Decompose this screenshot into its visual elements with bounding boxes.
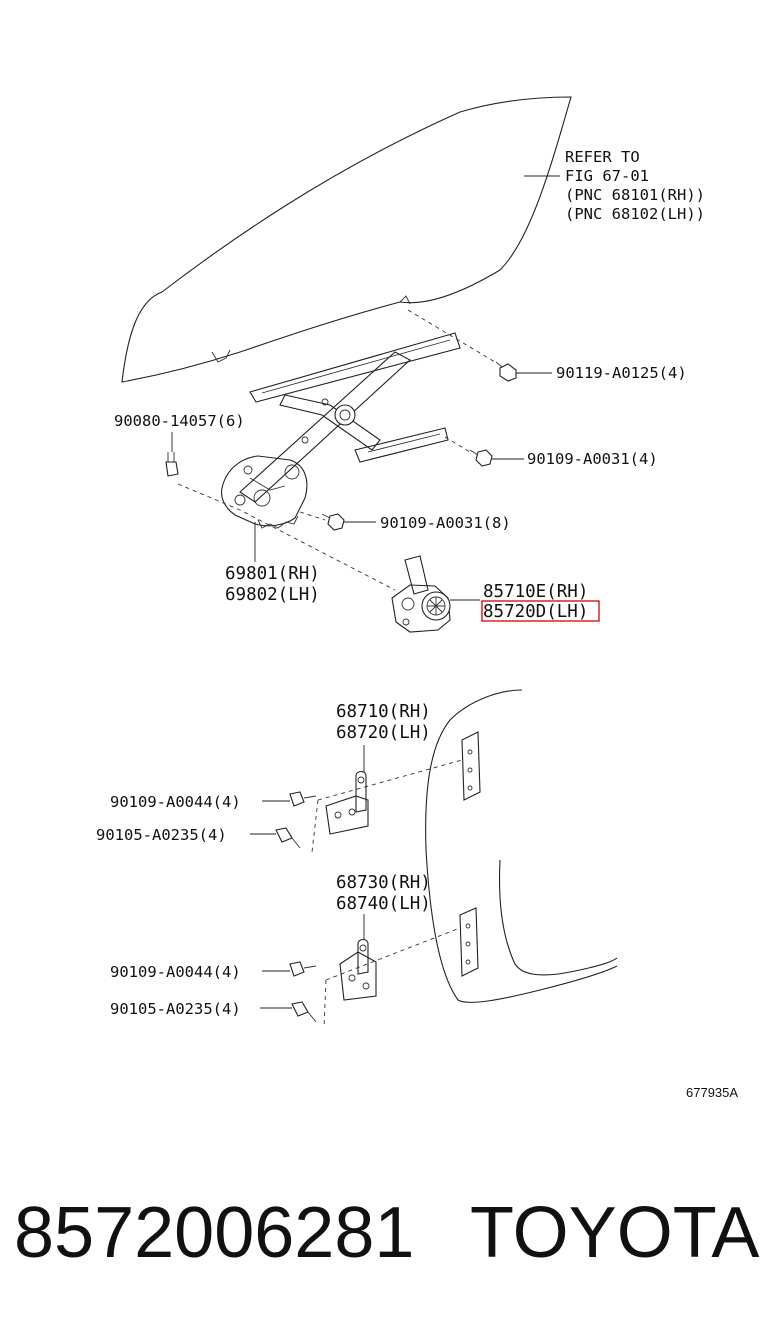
label-90109-a0044-upper: 90109-A0044(4) [110, 793, 241, 811]
footer-caption: 8572006281 TOYOTA [14, 1188, 759, 1278]
refer-note-line2: FIG 67-01 [565, 167, 649, 185]
brand-name: TOYOTA [470, 1193, 760, 1273]
window-regulator [221, 332, 461, 529]
label-68730-rh: 68730(RH) [336, 873, 431, 893]
door-hinge-lower [339, 938, 377, 1001]
label-90109-a0044-lower: 90109-A0044(4) [110, 963, 241, 981]
figure-id: 677935A [686, 1085, 738, 1100]
door-shell [425, 689, 618, 1003]
label-69802-lh: 69802(LH) [225, 585, 320, 605]
part-number: 8572006281 [14, 1193, 415, 1273]
bolt-90080-icon [165, 452, 179, 477]
bolt-90109-upper-icon [469, 449, 493, 467]
door-glass [121, 96, 572, 383]
label-85720d-lh: 85720D(LH) [483, 602, 588, 622]
label-90080-14057: 90080-14057(6) [114, 412, 245, 430]
label-85710e-rh: 85710E(RH) [483, 582, 588, 602]
highlight-box-85720d [481, 600, 600, 622]
bolt-90109-lower-icon [321, 513, 345, 531]
label-68740-lh: 68740(LH) [336, 894, 431, 914]
bolt-90119-icon [495, 361, 517, 382]
refer-note-line4: (PNC 68102(LH)) [565, 205, 705, 223]
label-90109-a0031-upper: 90109-A0031(4) [527, 450, 658, 468]
label-68710-rh: 68710(RH) [336, 702, 431, 722]
label-69801-rh: 69801(RH) [225, 564, 320, 584]
refer-note: REFER TO FIG 67-01 (PNC 68101(RH)) (PNC … [565, 148, 705, 223]
label-90109-a0031-lower: 90109-A0031(8) [380, 514, 511, 532]
window-regulator-motor [391, 555, 451, 633]
label-90119-a0125: 90119-A0125(4) [556, 364, 687, 382]
bolt-90109-a0044-lower-icon [289, 961, 317, 977]
refer-note-line3: (PNC 68101(RH)) [565, 186, 705, 204]
label-90105-a0235-lower: 90105-A0235(4) [110, 1000, 241, 1018]
regulator-alignment-lines [177, 309, 496, 591]
lower-hinge-lines [260, 914, 461, 1029]
leader-lines-upper [171, 372, 552, 601]
label-90105-a0235-upper: 90105-A0235(4) [96, 826, 227, 844]
bolt-90105-a0235-upper-icon [275, 827, 301, 849]
bolt-90105-a0235-lower-icon [291, 1001, 317, 1023]
door-hinge-upper [325, 770, 369, 835]
refer-note-line1: REFER TO [565, 148, 640, 166]
bolt-90109-a0044-upper-icon [289, 791, 317, 807]
label-68720-lh: 68720(LH) [336, 723, 431, 743]
upper-hinge-lines [250, 745, 463, 853]
